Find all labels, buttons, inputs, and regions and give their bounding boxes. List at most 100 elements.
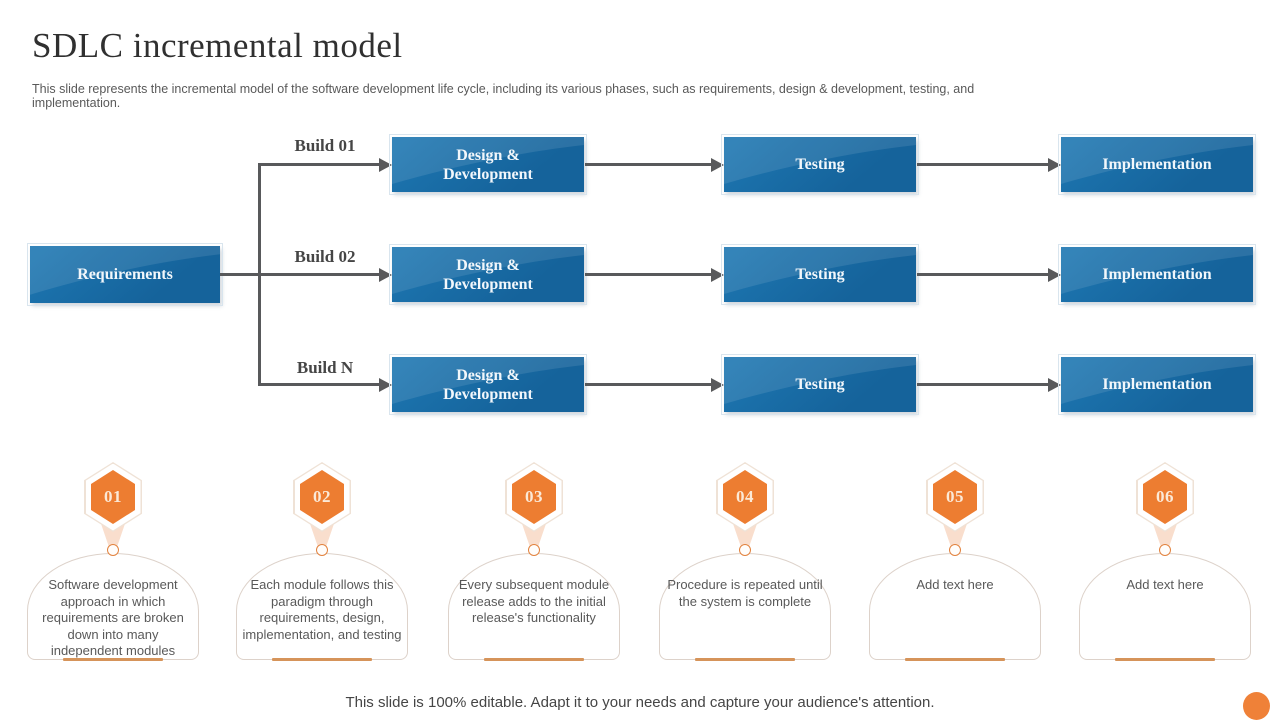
flow-arrow [917,383,1048,386]
card-underline [695,658,795,661]
step-number: 03 [525,487,543,506]
flow-arrow [585,273,711,276]
step-hexagon-badge[interactable]: 04 [716,462,774,532]
step-card[interactable]: Add text here [1079,553,1251,661]
stage-label: Testing [795,156,845,173]
step-text: Add text here [1126,577,1204,592]
hexagon-core: 01 [91,470,135,524]
stage-label: Testing [795,266,845,283]
stage-label: Implementation [1102,266,1212,283]
box-highlight [392,357,584,404]
hexagon-core: 06 [1143,470,1187,524]
hexagon-ring: 03 [506,463,562,531]
stage-box-design-development[interactable]: Design & Development [389,244,587,305]
badge-pin [528,544,540,556]
hexagon-core: 02 [300,470,344,524]
box-highlight [392,137,584,184]
build-arrow-1 [258,163,379,166]
step-item-6: Add text here 06 [1079,460,1251,668]
flow-arrow [917,163,1048,166]
hexagon-ring: 06 [1137,463,1193,531]
stage-box-testing[interactable]: Testing [721,354,919,415]
stage-label: Implementation [1102,376,1212,393]
box-highlight [1061,247,1253,294]
card-underline [63,658,163,661]
badge-pin [739,544,751,556]
step-card[interactable]: Procedure is repeated until the system i… [659,553,831,661]
step-card[interactable]: Add text here [869,553,1041,661]
card-underline [905,658,1005,661]
badge-pin [1159,544,1171,556]
slide-subtitle: This slide represents the incremental mo… [32,82,975,110]
stage-box-design-development[interactable]: Design & Development [389,354,587,415]
step-number: 01 [104,487,122,506]
step-item-2: Each module follows this paradigm throug… [236,460,408,668]
step-item-4: Procedure is repeated until the system i… [659,460,831,668]
card-underline [1115,658,1215,661]
requirements-box[interactable]: Requirements [27,243,223,306]
hexagon-ring: 01 [85,463,141,531]
footer-note: This slide is 100% editable. Adapt it to… [345,694,935,711]
box-highlight [392,247,584,294]
stage-box-implementation[interactable]: Implementation [1058,244,1256,305]
flow-arrow [917,273,1048,276]
hexagon-ring: 02 [294,463,350,531]
hexagon-core: 05 [933,470,977,524]
step-hexagon-badge[interactable]: 03 [505,462,563,532]
card-underline [484,658,584,661]
box-highlight [724,137,916,184]
step-item-3: Every subsequent module release adds to … [448,460,620,668]
step-card[interactable]: Each module follows this paradigm throug… [236,553,408,661]
step-number: 05 [946,487,964,506]
box-highlight [1061,137,1253,184]
stage-box-design-development[interactable]: Design & Development [389,134,587,195]
box-highlight [724,357,916,404]
badge-pin [316,544,328,556]
step-hexagon-badge[interactable]: 05 [926,462,984,532]
flow-arrow [585,163,711,166]
step-hexagon-badge[interactable]: 01 [84,462,142,532]
box-highlight [30,246,220,295]
requirements-label: Requirements [77,266,173,283]
step-number: 04 [736,487,754,506]
stage-label: Testing [795,376,845,393]
stage-box-implementation[interactable]: Implementation [1058,354,1256,415]
step-text: Every subsequent module release adds to … [458,577,610,625]
step-hexagon-badge[interactable]: 02 [293,462,351,532]
step-text: Add text here [916,577,994,592]
step-text: Software development approach in which r… [42,577,184,658]
stage-label: Implementation [1102,156,1212,173]
hexagon-core: 04 [723,470,767,524]
hexagon-ring: 04 [717,463,773,531]
step-card[interactable]: Software development approach in which r… [27,553,199,661]
page-title: SDLC incremental model [32,26,403,65]
step-item-1: Software development approach in which r… [27,460,199,668]
stage-box-testing[interactable]: Testing [721,134,919,195]
box-highlight [1061,357,1253,404]
build-arrow-2 [220,273,379,276]
step-card[interactable]: Every subsequent module release adds to … [448,553,620,661]
build-arrow-3 [258,383,379,386]
step-item-5: Add text here 05 [869,460,1041,668]
step-number: 02 [313,487,331,506]
hexagon-core: 03 [512,470,556,524]
corner-dot [1243,692,1270,720]
build-label-2: Build 02 [294,247,356,266]
stage-label: Design & Development [443,366,533,403]
badge-pin [949,544,961,556]
build-label-1: Build 01 [294,136,356,155]
flow-arrow [585,383,711,386]
card-underline [272,658,372,661]
stage-box-testing[interactable]: Testing [721,244,919,305]
hexagon-ring: 05 [927,463,983,531]
step-text: Each module follows this paradigm throug… [242,577,402,642]
box-highlight [724,247,916,294]
step-hexagon-badge[interactable]: 06 [1136,462,1194,532]
step-text: Procedure is repeated until the system i… [667,577,823,609]
build-label-3: Build N [296,358,354,377]
stage-box-implementation[interactable]: Implementation [1058,134,1256,195]
stage-label: Design & Development [443,256,533,293]
step-number: 06 [1156,487,1174,506]
stage-label: Design & Development [443,146,533,183]
